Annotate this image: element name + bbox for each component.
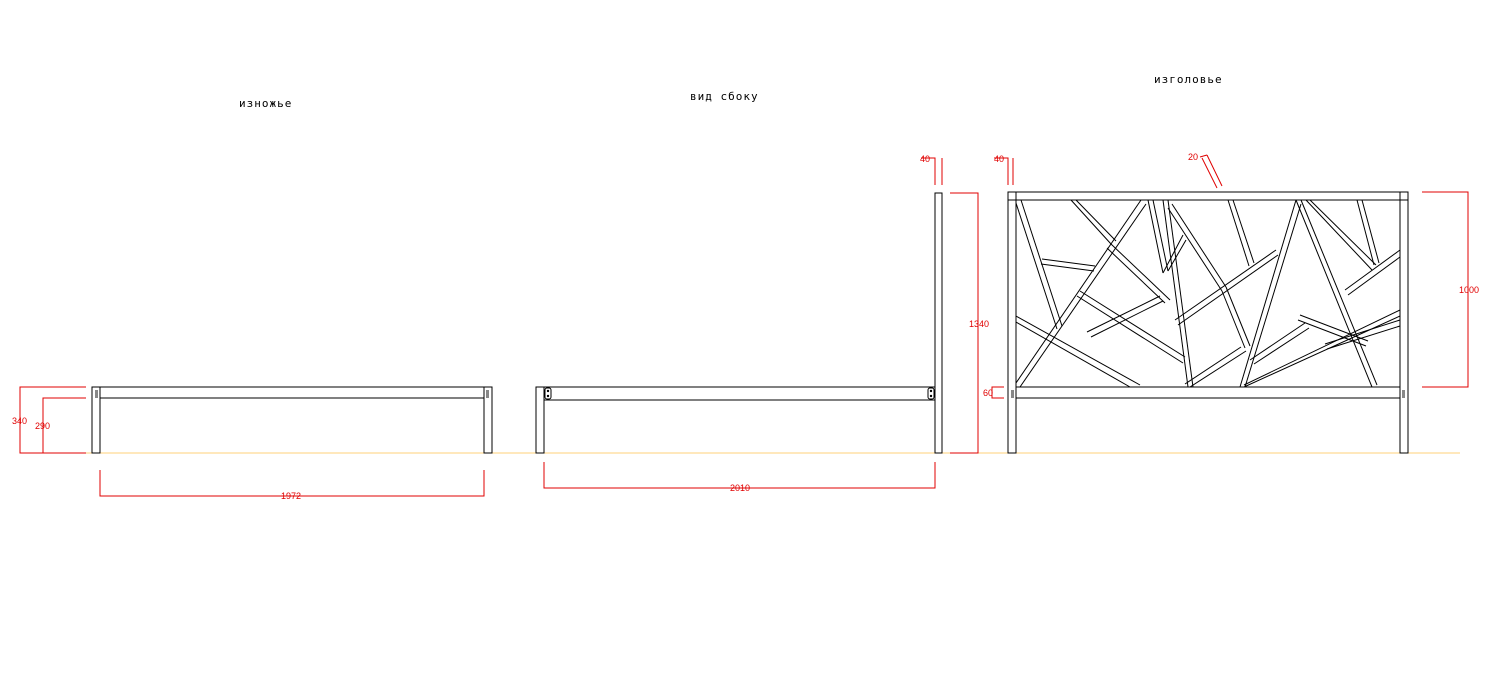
dim-side-post-width-label: 40 [920, 154, 930, 164]
dim-footboard-height-label: 340 [12, 416, 27, 426]
side-foot-post [535, 386, 545, 454]
dim-head-bar-width-label: 20 [1188, 152, 1198, 162]
dim-head-panel-height-label: 1000 [1459, 285, 1479, 295]
dim-footboard-width-label: 1972 [281, 491, 301, 501]
headboard-top-bar [1007, 191, 1409, 201]
side-rail [543, 386, 936, 401]
headboard-panel [1015, 199, 1401, 388]
dim-head-post-width: 40 [994, 154, 1014, 185]
dim-side-total-height: 1340 [950, 192, 989, 454]
side-head-fastener-icon [927, 387, 935, 400]
dim-side-length: 2010 [543, 462, 936, 493]
headboard-view: 40 20 1000 60 [983, 152, 1479, 454]
footboard-view: 340 290 1972 [12, 386, 493, 501]
dim-side-length-label: 2010 [730, 483, 750, 493]
dim-side-post-width: 40 [920, 154, 943, 185]
dim-head-rail-height: 60 [983, 386, 1004, 399]
footboard-left-bracket [95, 390, 98, 398]
headboard-right-post [1399, 191, 1409, 454]
dim-head-panel-height: 1000 [1422, 191, 1479, 388]
side-head-post [934, 192, 943, 454]
footboard-rail [99, 386, 485, 399]
footboard-view-title: изножье [239, 97, 292, 110]
dim-footboard-rail-height: 290 [35, 397, 86, 454]
dim-head-rail-height-label: 60 [983, 388, 993, 398]
dim-head-bar-width: 20 [1188, 152, 1223, 189]
footboard-left-leg [91, 386, 101, 454]
side-foot-fastener-icon [544, 387, 552, 400]
dim-footboard-width: 1972 [99, 470, 485, 501]
headboard-lattice [1015, 199, 1401, 388]
side-view-title: вид сбоку [690, 90, 759, 103]
footboard-right-leg [483, 386, 493, 454]
dim-footboard-rail-height-label: 290 [35, 421, 50, 431]
dim-side-total-height-label: 1340 [969, 319, 989, 329]
headboard-view-title: изголовье [1154, 73, 1223, 86]
dim-footboard-height: 340 [12, 386, 86, 454]
headboard-bottom-rail [1015, 386, 1401, 399]
headboard-left-bracket [1011, 390, 1014, 398]
dim-head-post-width-label: 40 [994, 154, 1004, 164]
headboard-left-post [1007, 191, 1017, 454]
footboard-right-bracket [486, 390, 489, 398]
headboard-right-bracket [1402, 390, 1405, 398]
side-view: 2010 40 1340 [535, 154, 989, 493]
